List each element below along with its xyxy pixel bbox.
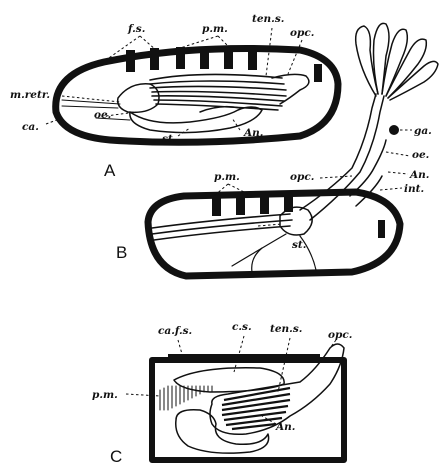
panel-c-label-pm: p.m. (92, 389, 118, 401)
panel-c-label-cafs: ca.f.s. (158, 325, 192, 337)
panel-b-label-ga: ga. (414, 125, 432, 137)
panel-b-label-an: An. (409, 169, 429, 181)
panel-c-letter: C (110, 447, 122, 466)
panel-a-label-st: st. (162, 133, 176, 145)
panel-c-label-cs: c.s. (232, 321, 252, 333)
panel-c-label-tens: ten.s. (270, 323, 302, 335)
panel-c-body-wall (152, 360, 344, 460)
panel-c-label-opc: opc. (328, 329, 352, 341)
panel-b: ga. oe. An. int. p.m. opc. st. B (116, 23, 438, 276)
panel-a-stomach (130, 107, 262, 133)
panel-a-label-opc: opc. (290, 27, 314, 39)
panel-a-label-oe: oe. (94, 109, 111, 121)
panel-c-label-an: An. (275, 421, 295, 433)
panel-a-label-mretr: m.retr. (10, 89, 50, 101)
panel-c: ca.f.s. c.s. ten.s. opc. p.m. An. C (92, 321, 352, 466)
panel-c-compensation-sac (174, 368, 284, 392)
panel-b-letter: B (116, 243, 127, 262)
panel-b-label-st: st. (292, 239, 306, 251)
panel-a-label-ca: ca. (22, 121, 39, 133)
panel-b-label-opc: opc. (290, 171, 314, 183)
panel-a-label-fs: f.s. (127, 23, 145, 35)
panel-a-letter: A (104, 161, 116, 180)
panel-b-label-pm: p.m. (214, 171, 240, 183)
panel-a-tentacle-bundle (150, 74, 286, 110)
panel-c-leader-lines (126, 336, 336, 424)
panel-b-label-oe: oe. (412, 149, 429, 161)
panel-a-label-an: An. (243, 127, 263, 139)
panel-a-label-tens: ten.s. (252, 13, 284, 25)
panel-b-polypide-column (300, 94, 386, 220)
panel-c-parietal-muscles (160, 386, 212, 410)
panel-b-basal-strands (152, 214, 292, 240)
panel-b-ganglion (389, 125, 399, 135)
panel-b-tentacle-crown (356, 23, 438, 100)
panel-b-body-wall (148, 192, 400, 276)
panel-b-label-int: int. (404, 183, 424, 195)
panel-a-label-pm: p.m. (202, 23, 228, 35)
panel-c-frontal-sheet (168, 354, 320, 363)
panel-a: f.s. p.m. ten.s. opc. m.retr. oe. ca. st… (10, 13, 338, 180)
panel-a-body-wall (56, 49, 338, 143)
